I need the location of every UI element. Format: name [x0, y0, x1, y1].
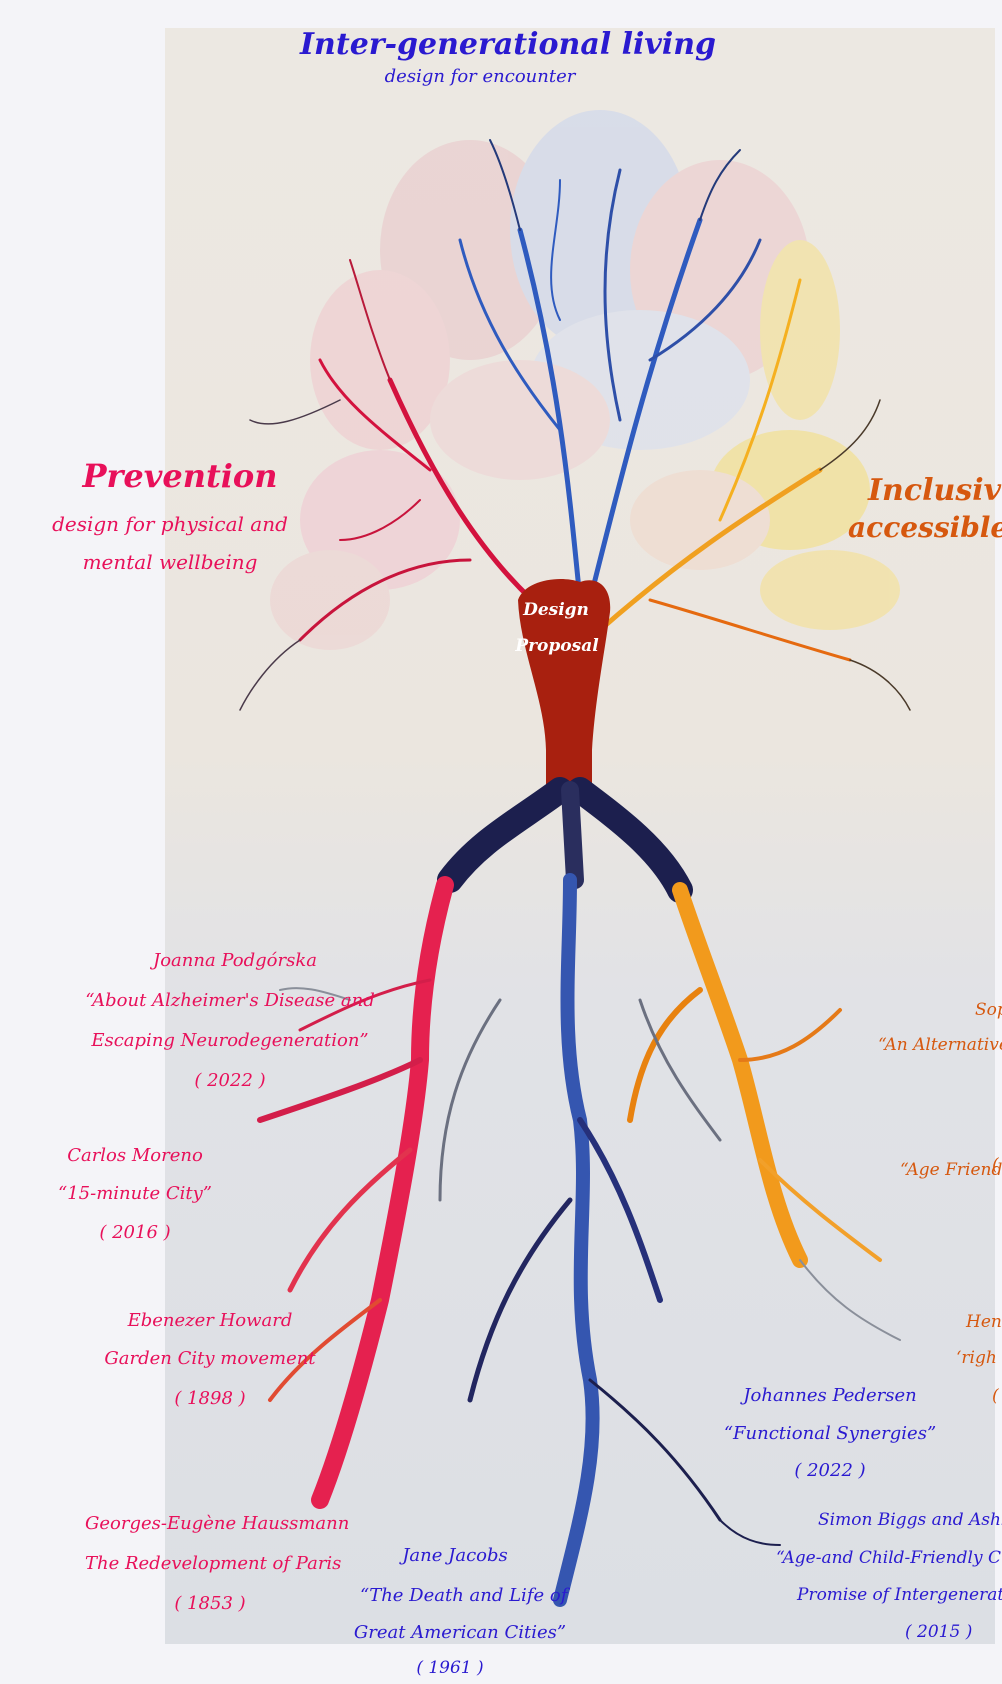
inclusive-title-1: Inclusive [868, 472, 1002, 510]
design-proposal-line2: Proposal [512, 636, 602, 657]
reference-title: The Redevelopment of Paris [85, 1553, 335, 1576]
reference-title: “Age-and Child-Friendly C [776, 1548, 1001, 1569]
reference-title: “15-minute City” [50, 1183, 220, 1206]
reference-title: “The Death and Life of [360, 1585, 560, 1608]
prevention-subtitle-2: mental wellbeing [40, 550, 300, 575]
reference-year: ( 2016 ) [80, 1222, 190, 1245]
reference-author: Simon Biggs and Ashle [818, 1510, 1002, 1531]
reference-author: Joanna Podgórska [110, 950, 360, 973]
reference-title: Great American Cities” [350, 1622, 570, 1645]
reference-title: Garden City movement [100, 1348, 320, 1371]
reference-year: ( 1898 ) [150, 1388, 270, 1411]
reference-author: Hen [966, 1312, 1002, 1333]
reference-year: ( 1961 ) [400, 1658, 500, 1679]
reference-year: ( 1853 ) [150, 1593, 270, 1616]
reference-title: “Age Friendl [900, 1160, 1002, 1181]
reference-year: ( [992, 1386, 999, 1407]
reference-author: Carlos Moreno [50, 1145, 220, 1168]
reference-author: Ebenezer Howard [110, 1310, 310, 1333]
design-proposal-line1: Design [516, 600, 596, 621]
reference-title: Promise of Intergeneration [797, 1585, 1002, 1606]
reference-author: Soph [975, 1000, 1002, 1021]
reference-author: Johannes Pedersen [735, 1385, 925, 1408]
reference-year: ( 2015 ) [905, 1622, 972, 1643]
reference-title: “About Alzheimer's Disease and [80, 990, 380, 1013]
prevention-title: Prevention [60, 456, 300, 496]
reference-title: “Functional Synergies” [720, 1423, 940, 1446]
reference-year: ( 2022 ) [170, 1070, 290, 1093]
reference-author: Jane Jacobs [380, 1545, 530, 1568]
reference-title: ‘righ [956, 1348, 997, 1369]
inclusive-title-2: accessible d [848, 510, 1002, 545]
header-title: Inter-generational living [300, 26, 660, 64]
prevention-subtitle-1: design for physical and [20, 512, 320, 537]
reference-year: ( 2022 ) [775, 1460, 885, 1483]
header-subtitle: design for encounter [330, 66, 630, 89]
reference-title: Escaping Neurodegeneration” [80, 1030, 380, 1053]
reference-author: Georges-Eugène Haussmann [85, 1513, 335, 1536]
reference-title: “An Alternative [878, 1035, 1002, 1056]
